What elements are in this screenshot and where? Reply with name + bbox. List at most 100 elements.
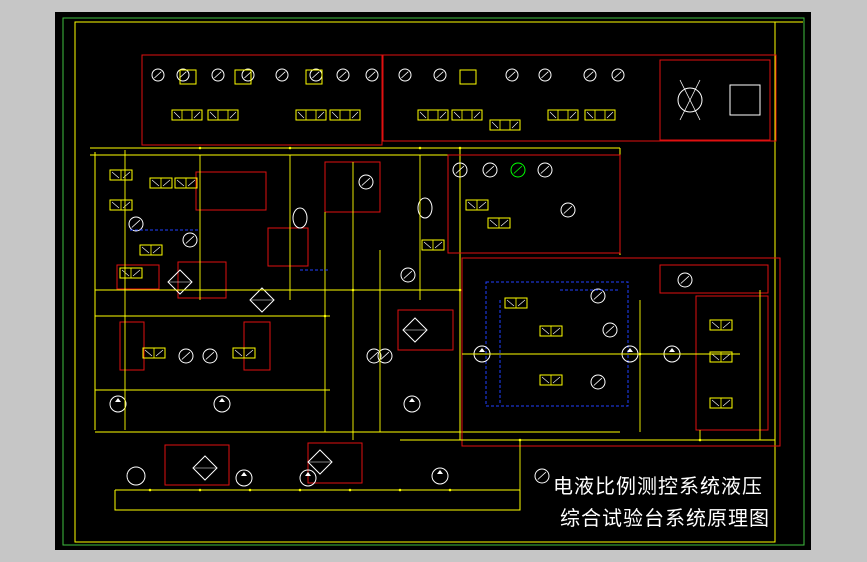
pump-arrow xyxy=(409,398,415,402)
gauge-needle xyxy=(537,471,547,480)
pump-8 xyxy=(431,467,449,485)
valve-arrow xyxy=(245,349,254,357)
left-filter-frame xyxy=(177,261,227,299)
gauge-needle xyxy=(455,165,465,174)
pump-5 xyxy=(213,395,231,413)
gauge-mid-7 xyxy=(510,162,526,178)
valve-arrow xyxy=(711,399,720,407)
top-check-block-4 xyxy=(459,69,477,85)
valve-arrow xyxy=(209,111,217,119)
valve-arrow xyxy=(491,121,499,129)
valve-arrow xyxy=(121,269,130,277)
gauge-mid-3 xyxy=(178,348,194,364)
valve-arrow xyxy=(517,299,526,307)
gauge-needle xyxy=(508,71,516,79)
gauge-needle xyxy=(614,71,622,79)
pressure-gauge-3 xyxy=(211,68,225,82)
pump-7 xyxy=(403,395,421,413)
accumulator-frame xyxy=(324,161,381,213)
pressure-gauge-12 xyxy=(538,68,552,82)
valve-arrow xyxy=(569,111,577,119)
gauge-mid-6 xyxy=(482,162,498,178)
accumulator-valve-frame xyxy=(267,227,309,267)
valve-arrow xyxy=(439,111,447,119)
hydraulic-cylinder xyxy=(729,84,761,116)
pump-test-frame xyxy=(461,257,781,447)
gauge-mid-12 xyxy=(590,374,606,390)
proportional-valve-6 xyxy=(451,109,483,121)
valve-arrow xyxy=(151,179,160,187)
valve-arrow xyxy=(111,171,120,179)
valve-arrow xyxy=(176,179,185,187)
gauge-needle xyxy=(361,177,371,186)
gauge-mid-16 xyxy=(377,348,393,364)
gauge-needle xyxy=(680,275,690,284)
upper-right-valve-frame xyxy=(447,154,621,254)
valve-arrow xyxy=(511,121,519,129)
gauge-needle xyxy=(312,71,320,79)
valve-arrow xyxy=(711,321,720,329)
valve-arrow xyxy=(297,111,305,119)
junction-9 xyxy=(698,438,702,442)
valve-arrow xyxy=(722,353,731,361)
gauge-mid-15 xyxy=(366,348,382,364)
gauge-mid-2 xyxy=(182,232,198,248)
pump-arrow xyxy=(627,348,633,352)
proportional-valve-1 xyxy=(171,109,203,121)
left-cylinder-frame xyxy=(119,321,145,371)
pump-arrow xyxy=(305,472,311,476)
valve-arrow xyxy=(111,201,120,209)
gauge-mid-13 xyxy=(677,272,693,288)
gauge-needle xyxy=(485,165,495,174)
valve-arrow xyxy=(141,246,150,254)
left-relief-frame xyxy=(116,264,160,290)
valve-arrow xyxy=(506,299,515,307)
pressure-gauge-10 xyxy=(433,68,447,82)
tank-port-4 xyxy=(298,488,302,492)
pressure-gauge-1 xyxy=(151,68,165,82)
tank-port-1 xyxy=(148,488,152,492)
heater-symbol xyxy=(126,466,146,486)
center-filter-frame xyxy=(397,309,454,351)
gauge-needle xyxy=(369,351,379,360)
proportional-valve-2 xyxy=(207,109,239,121)
valve-arrow xyxy=(552,376,561,384)
pump-arrow xyxy=(115,398,121,402)
gauge-needle xyxy=(513,165,523,174)
gauge-mid-4 xyxy=(202,348,218,364)
proportional-valve-3 xyxy=(295,109,327,121)
valve-arrow xyxy=(155,349,164,357)
gauge-needle xyxy=(214,71,222,79)
motor-test-frame xyxy=(659,59,771,141)
top-check-block-2 xyxy=(234,69,252,85)
pump-arrow xyxy=(241,472,247,476)
left-upper-frame xyxy=(195,171,267,211)
gauge-needle xyxy=(181,351,191,360)
top-right-circuit-frame xyxy=(382,54,777,142)
valve-bank-frame xyxy=(695,295,769,431)
valve-arrow xyxy=(229,111,237,119)
pump-9 xyxy=(299,469,317,487)
valve-arrow xyxy=(132,269,141,277)
pressure-gauge-14 xyxy=(611,68,625,82)
gauge-mid-10 xyxy=(590,288,606,304)
junction-4 xyxy=(458,146,462,150)
pump-arrow xyxy=(479,348,485,352)
pressure-gauge-8 xyxy=(365,68,379,82)
valve-arrow xyxy=(434,241,443,249)
gauge-needle xyxy=(154,71,162,79)
proportional-valve-5 xyxy=(417,109,449,121)
gauge-needle xyxy=(244,71,252,79)
gauge-mid-5 xyxy=(452,162,468,178)
gauge-needle xyxy=(185,235,195,244)
valve-arrow xyxy=(549,111,557,119)
motor-symbol xyxy=(677,87,703,113)
valve-arrow xyxy=(722,321,731,329)
valve-arrow xyxy=(500,219,509,227)
tank-port-2 xyxy=(198,488,202,492)
pressure-gauge-4 xyxy=(241,68,255,82)
filter-2 xyxy=(402,317,428,343)
gauge-needle xyxy=(278,71,286,79)
gauge-needle xyxy=(401,71,409,79)
